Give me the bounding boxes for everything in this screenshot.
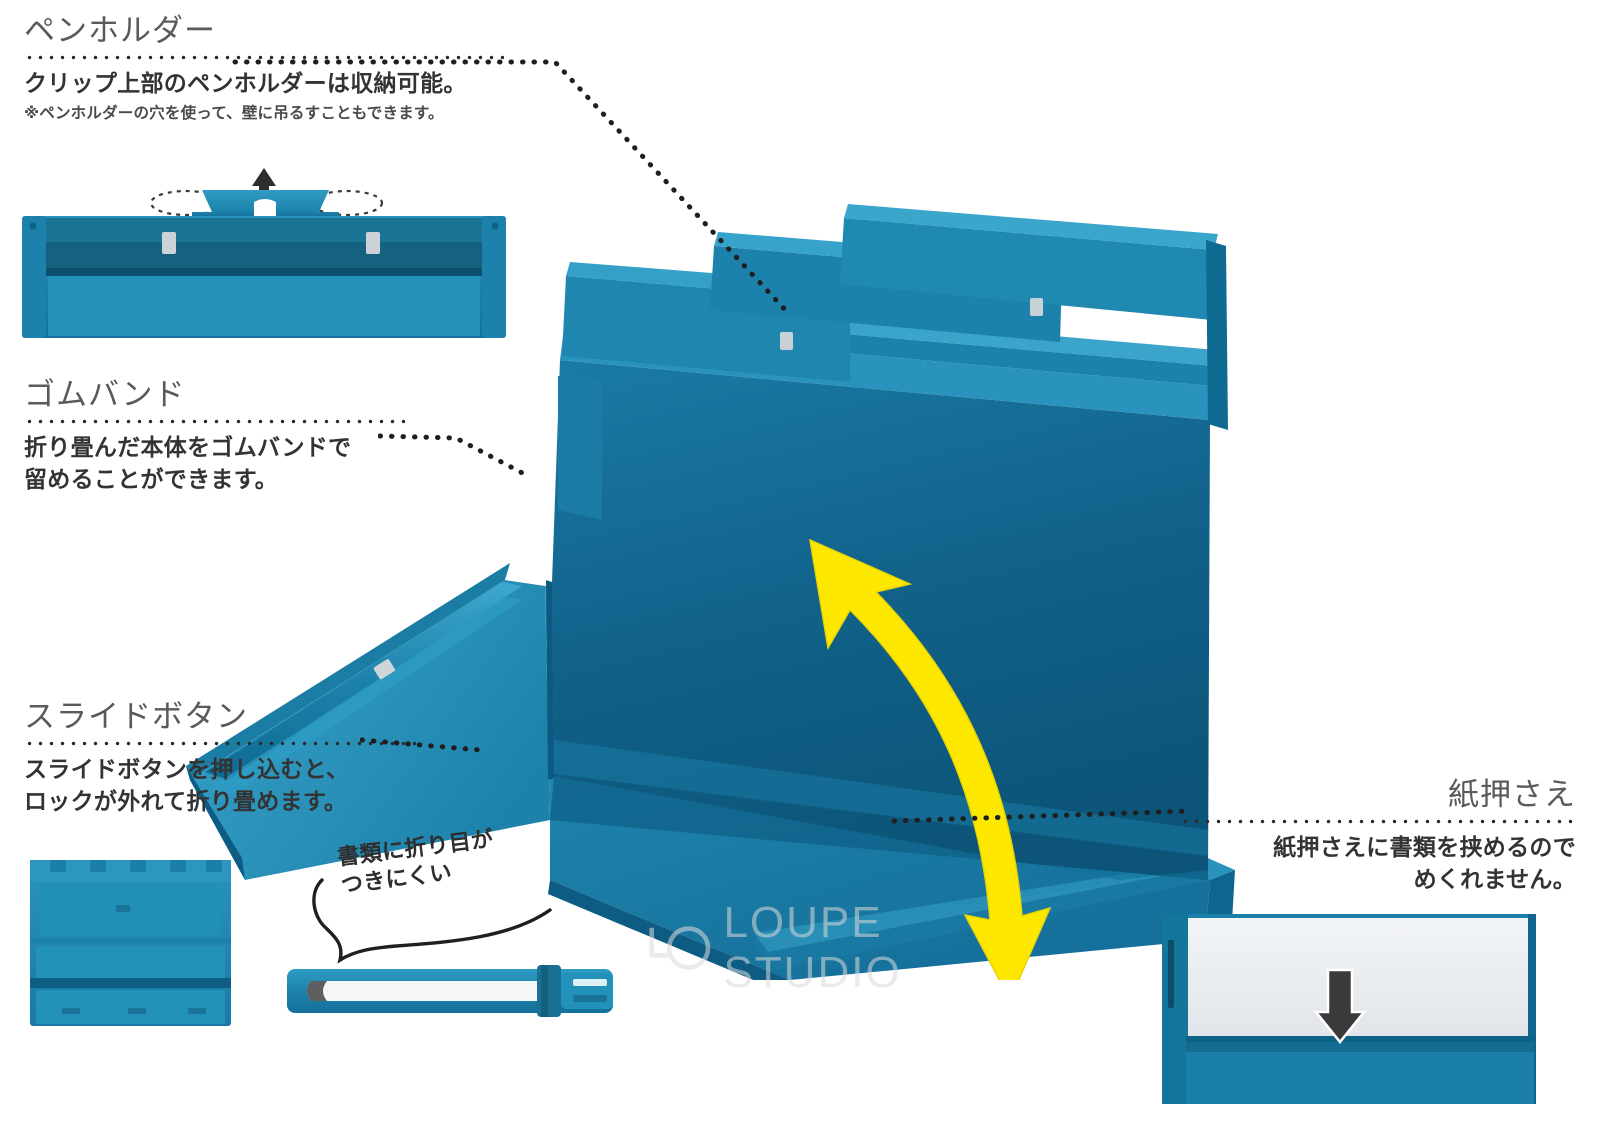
folded-side-illustration <box>287 965 613 1017</box>
photo-pen-holder <box>14 168 514 343</box>
callout-paper-holder: 紙押さえ 紙押さえに書類を挟めるので めくれません。 <box>1180 777 1576 896</box>
double-curved-arrow <box>809 538 1052 1002</box>
photo-paper-holder <box>1148 900 1548 1105</box>
slide-button-row[interactable] <box>30 860 231 882</box>
callout-pen-holder: ペンホルダー クリップ上部のペンホルダーは収納可能。 ※ペンホルダーの穴を使って… <box>24 13 504 124</box>
callout-body-slide-button: スライドボタンを押し込むと、 ロックが外れて折り畳めます。 <box>24 756 350 814</box>
callout-title-slide-button: スライドボタン <box>24 699 248 734</box>
callout-title-paper-holder: 紙押さえ <box>1448 777 1576 812</box>
watermark: LOUPE STUDIO <box>648 898 1048 997</box>
folded-front-illustration <box>30 860 231 1026</box>
watermark-text: LOUPE STUDIO <box>723 898 902 997</box>
callout-title-pen-holder: ペンホルダー <box>24 13 216 48</box>
callout-rubber-band: ゴムバンド 折り畳んだ本体をゴムバンドで 留めることができます。 <box>24 377 406 496</box>
dotted-rule <box>1180 819 1576 825</box>
callout-slide-button: スライドボタン スライドボタンを押し込むと、 ロックが外れて折り畳めます。 <box>24 699 424 818</box>
callout-title-rubber-band: ゴムバンド <box>24 377 186 412</box>
callout-body-paper-holder: 紙押さえに書類を挟めるので めくれません。 <box>1273 834 1576 892</box>
paper-holder-illustration <box>1162 914 1536 1104</box>
photo-folded-side <box>285 955 615 1025</box>
callout-note-pen-holder: ※ペンホルダーの穴を使って、壁に吊るすこともできます。 <box>24 104 444 122</box>
speech-bubble-fold-mark: 書類に折り目が つきにくい <box>300 826 580 967</box>
bubble-outline <box>312 878 552 964</box>
up-arrow-icon <box>252 168 276 202</box>
loupe-logo-icon <box>649 926 711 970</box>
dotted-rule <box>24 419 406 425</box>
down-arrow-icon <box>1313 968 1367 1045</box>
dotted-rule <box>24 741 424 747</box>
callout-body-pen-holder: クリップ上部のペンホルダーは収納可能。 <box>24 70 467 97</box>
photo-folded-front <box>28 850 233 1030</box>
pen-holder-illustration <box>22 168 506 338</box>
dotted-rule <box>24 55 504 61</box>
callout-body-rubber-band: 折り畳んだ本体をゴムバンドで 留めることができます。 <box>24 434 352 492</box>
